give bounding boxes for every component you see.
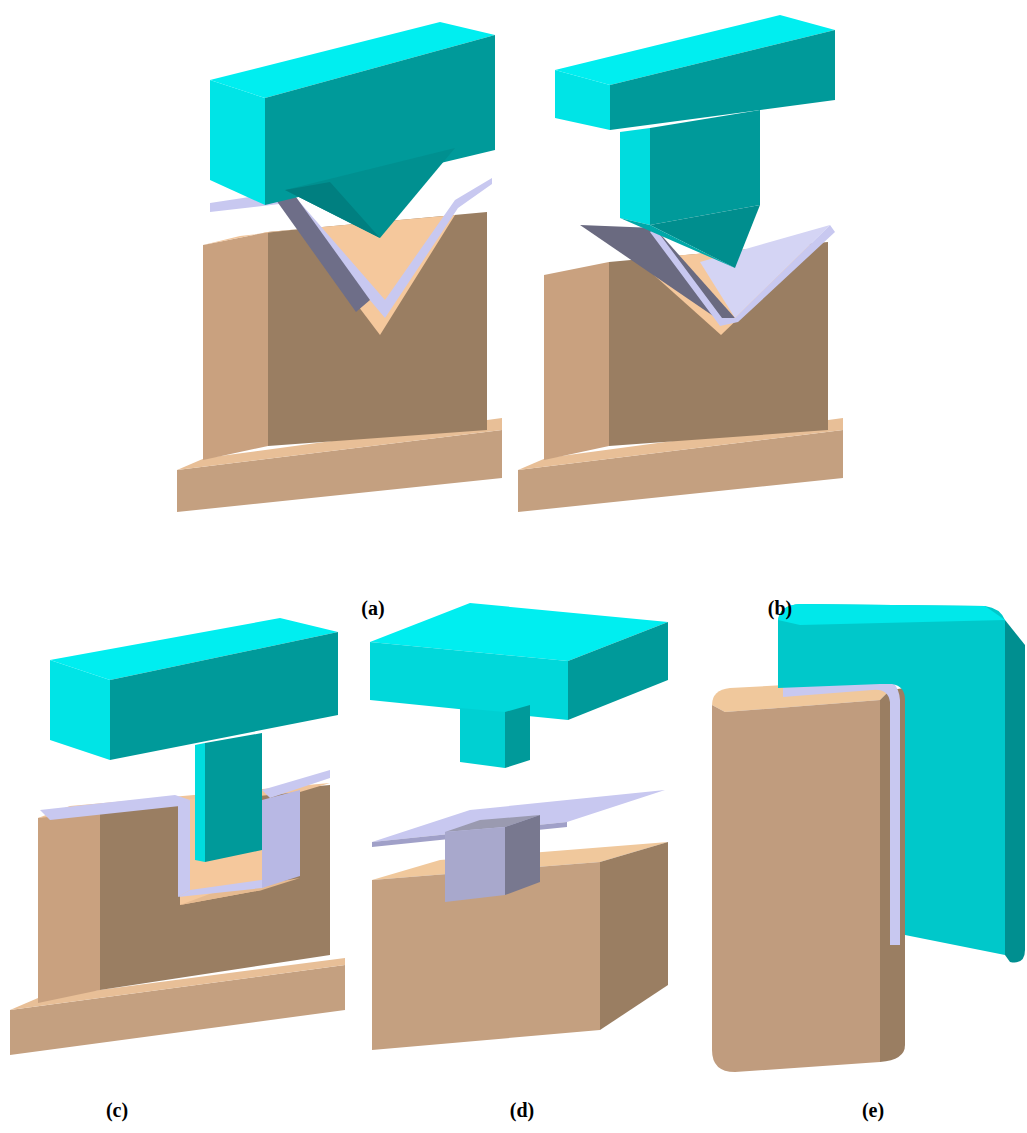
- sheet-metal: [783, 678, 900, 945]
- t-punch: [555, 15, 835, 268]
- wiping-punch: [778, 604, 1025, 963]
- rectangular-punch: [50, 618, 338, 862]
- sheet-metal: [40, 770, 330, 897]
- wiping-die: [712, 680, 905, 1072]
- panel-label: (c): [106, 1100, 128, 1120]
- panel-label: (a): [361, 598, 384, 618]
- square-punch: [370, 603, 668, 768]
- panel-label: (e): [862, 1100, 884, 1120]
- panel-label: (d): [510, 1100, 534, 1120]
- v-punch: [210, 22, 495, 238]
- sheet-metal: [372, 790, 665, 902]
- panel-label: (b): [768, 598, 792, 618]
- u-die: [10, 783, 345, 1055]
